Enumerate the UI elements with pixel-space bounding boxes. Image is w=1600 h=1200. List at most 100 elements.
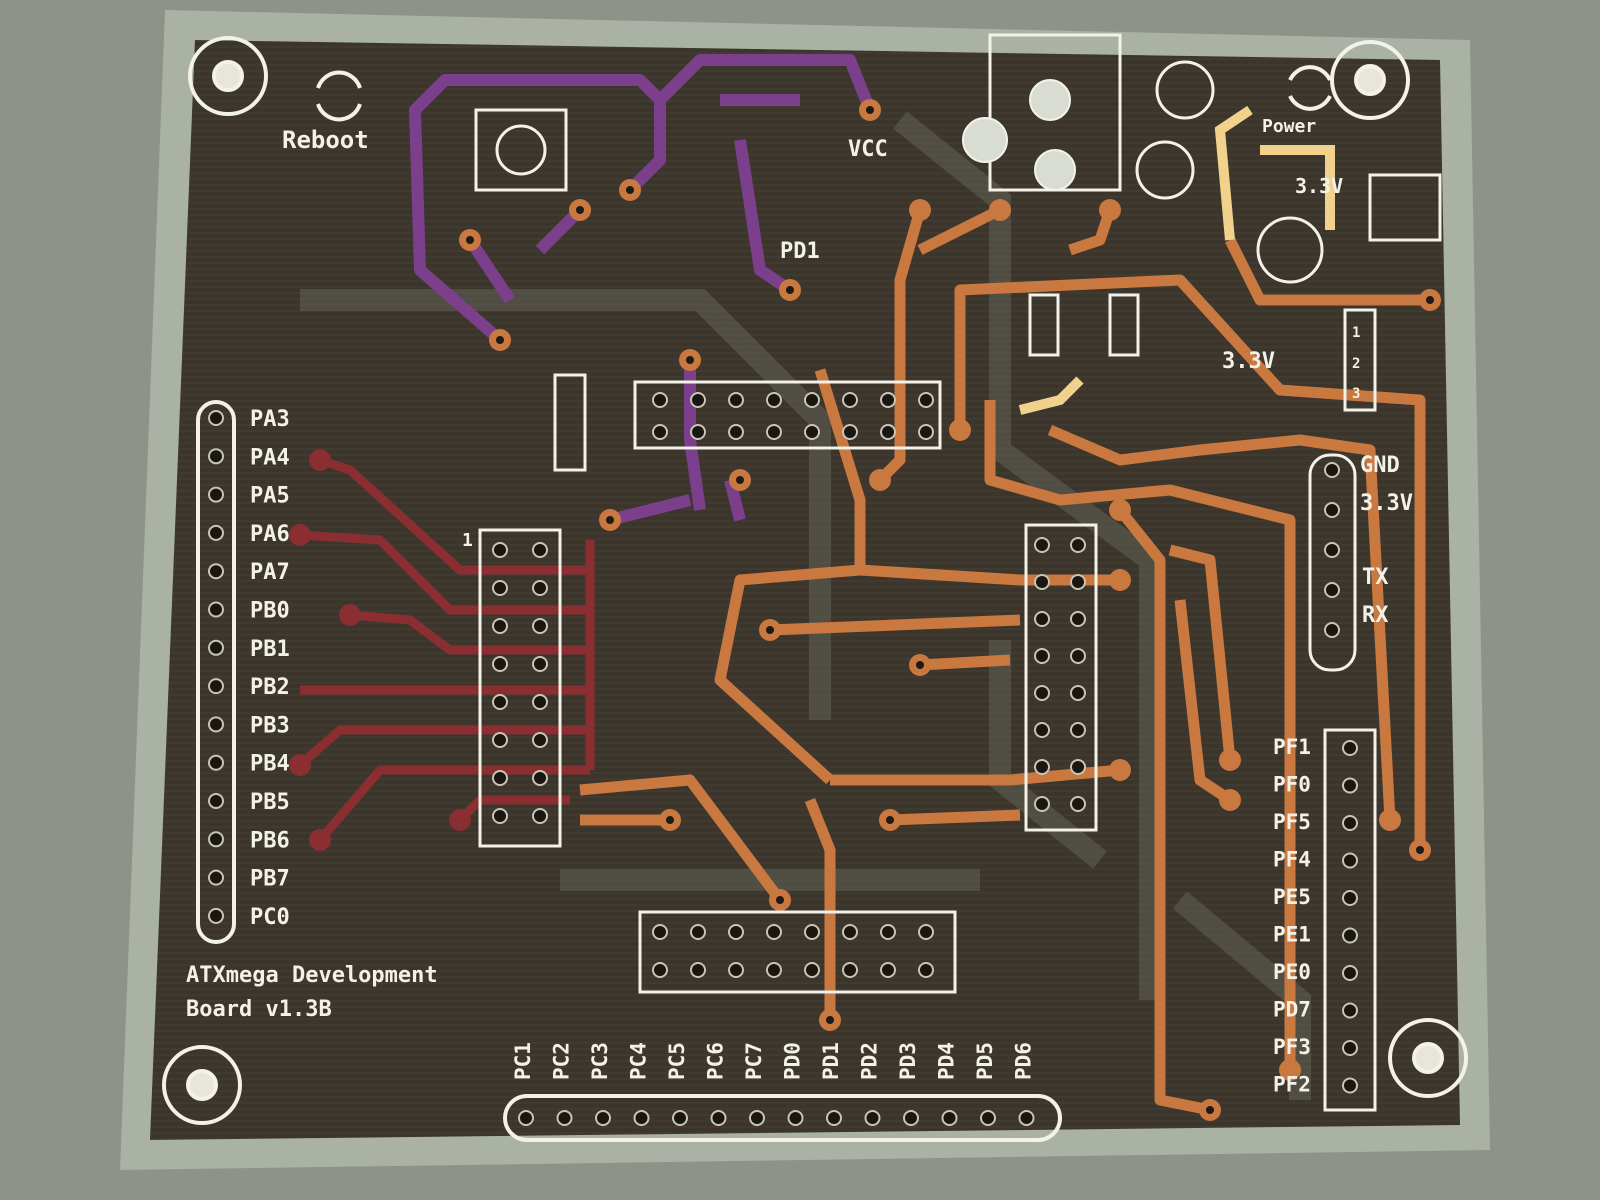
bottom-pin-label: PC4 [627,1042,651,1080]
pin-hole [208,563,224,580]
pin-hole [652,392,668,408]
reboot-label: Reboot [282,126,369,154]
pin-hole [1342,815,1358,831]
pin-hole [766,392,782,408]
right-pin-label: PF5 [1273,810,1311,834]
v33-top-label: 3.3V [1295,174,1343,198]
right-pin-label: PE5 [1273,885,1311,909]
pin-hole [880,924,896,940]
pin-hole [1034,574,1050,590]
pin-hole [1070,574,1086,590]
pd1-label: PD1 [780,239,820,264]
left-pin-label: PC0 [250,905,290,930]
pin-hole [980,1110,996,1126]
pin-hole [532,732,548,748]
pin-hole [918,962,934,978]
pin-hole [208,639,224,656]
left-pin-label: PB3 [250,713,290,738]
pin-hole [804,924,820,940]
pin-hole [492,732,508,748]
header-bottom-2x8 [638,910,957,994]
pin-hole [690,962,706,978]
pin-hole [1342,1077,1358,1094]
left-pin-label: PA3 [250,407,290,432]
pin-hole [208,907,224,924]
pin-hole [804,392,820,408]
pin-hole [208,831,224,848]
reboot-icon [316,65,1332,122]
bottom-pin-label: PD4 [935,1042,959,1080]
header-left-pins [196,400,236,944]
pin-hole [787,1110,804,1126]
pin-hole [208,754,224,771]
jumper-label-2: 2 [1352,356,1360,372]
pin-hole [532,580,548,596]
gold-traces [1018,105,1335,415]
pin-hole [1070,685,1086,701]
right-pin-label: PF4 [1273,848,1311,872]
pin-hole [728,424,744,440]
pin-hole [652,424,668,440]
pin-hole [1034,759,1050,775]
mounting-holes [162,36,1468,1125]
pin-hole [208,410,224,426]
left-pin-label: PB7 [250,867,290,892]
pin-hole [492,694,508,710]
pin-hole [1034,537,1050,553]
pin-hole [690,924,706,940]
left-pin-label: PB1 [250,637,290,662]
header-pin1-label: 1 [462,530,473,551]
pin-hole [1070,722,1086,738]
header-right-pins [1323,728,1377,1112]
pin-hole [1342,965,1358,981]
pin-hole [1324,502,1340,518]
tx-label: TX [1362,565,1389,590]
pin-hole [532,770,548,786]
header-left-2x8 [478,528,562,848]
pin-hole [1324,582,1340,598]
pin-hole [1342,1040,1358,1056]
bottom-pin-label: PD6 [1012,1042,1036,1080]
pin-hole [918,924,934,940]
right-pin-label: PD7 [1273,998,1311,1022]
pin-hole [941,1110,958,1126]
pin-hole [1342,852,1358,869]
bottom-pin-label: PD2 [858,1042,882,1080]
header-jtag [633,380,942,450]
left-pin-label: PB5 [250,790,290,815]
pin-hole [492,656,508,672]
pin-hole [1034,648,1050,664]
pin-hole [690,392,706,408]
pin-hole [864,1110,881,1126]
pin-hole [1324,542,1340,558]
pin-hole [728,962,744,978]
jumper-label-1: 1 [1352,325,1360,341]
pin-hole [690,424,706,440]
left-pin-label: PA5 [250,484,290,509]
pin-hole [1070,537,1086,553]
pin-hole [842,424,858,440]
pin-hole [1034,796,1050,812]
pin-hole [880,392,896,408]
pin-hole [208,678,224,695]
vcc-label: VCC [848,137,888,162]
right-pin-label: PF3 [1273,1035,1311,1059]
left-pin-label: PA7 [250,560,290,585]
pin-hole [672,1110,688,1126]
right-pin-label: PE1 [1273,923,1311,947]
bottom-pin-label: PD5 [973,1042,997,1080]
pin-hole [1342,890,1358,906]
bottom-pin-label: PC7 [742,1042,766,1080]
pin-hole [1034,722,1050,738]
jumper-3pin [1343,308,1377,412]
pin-hole [208,869,224,886]
button-circle [495,124,547,176]
pin-hole [208,486,224,503]
pin-hole [532,618,548,634]
pin-hole [518,1110,534,1126]
pin-hole [918,392,934,408]
pin-hole [1070,648,1086,664]
rx-label: RX [1362,603,1389,628]
pin-hole [1342,740,1358,756]
